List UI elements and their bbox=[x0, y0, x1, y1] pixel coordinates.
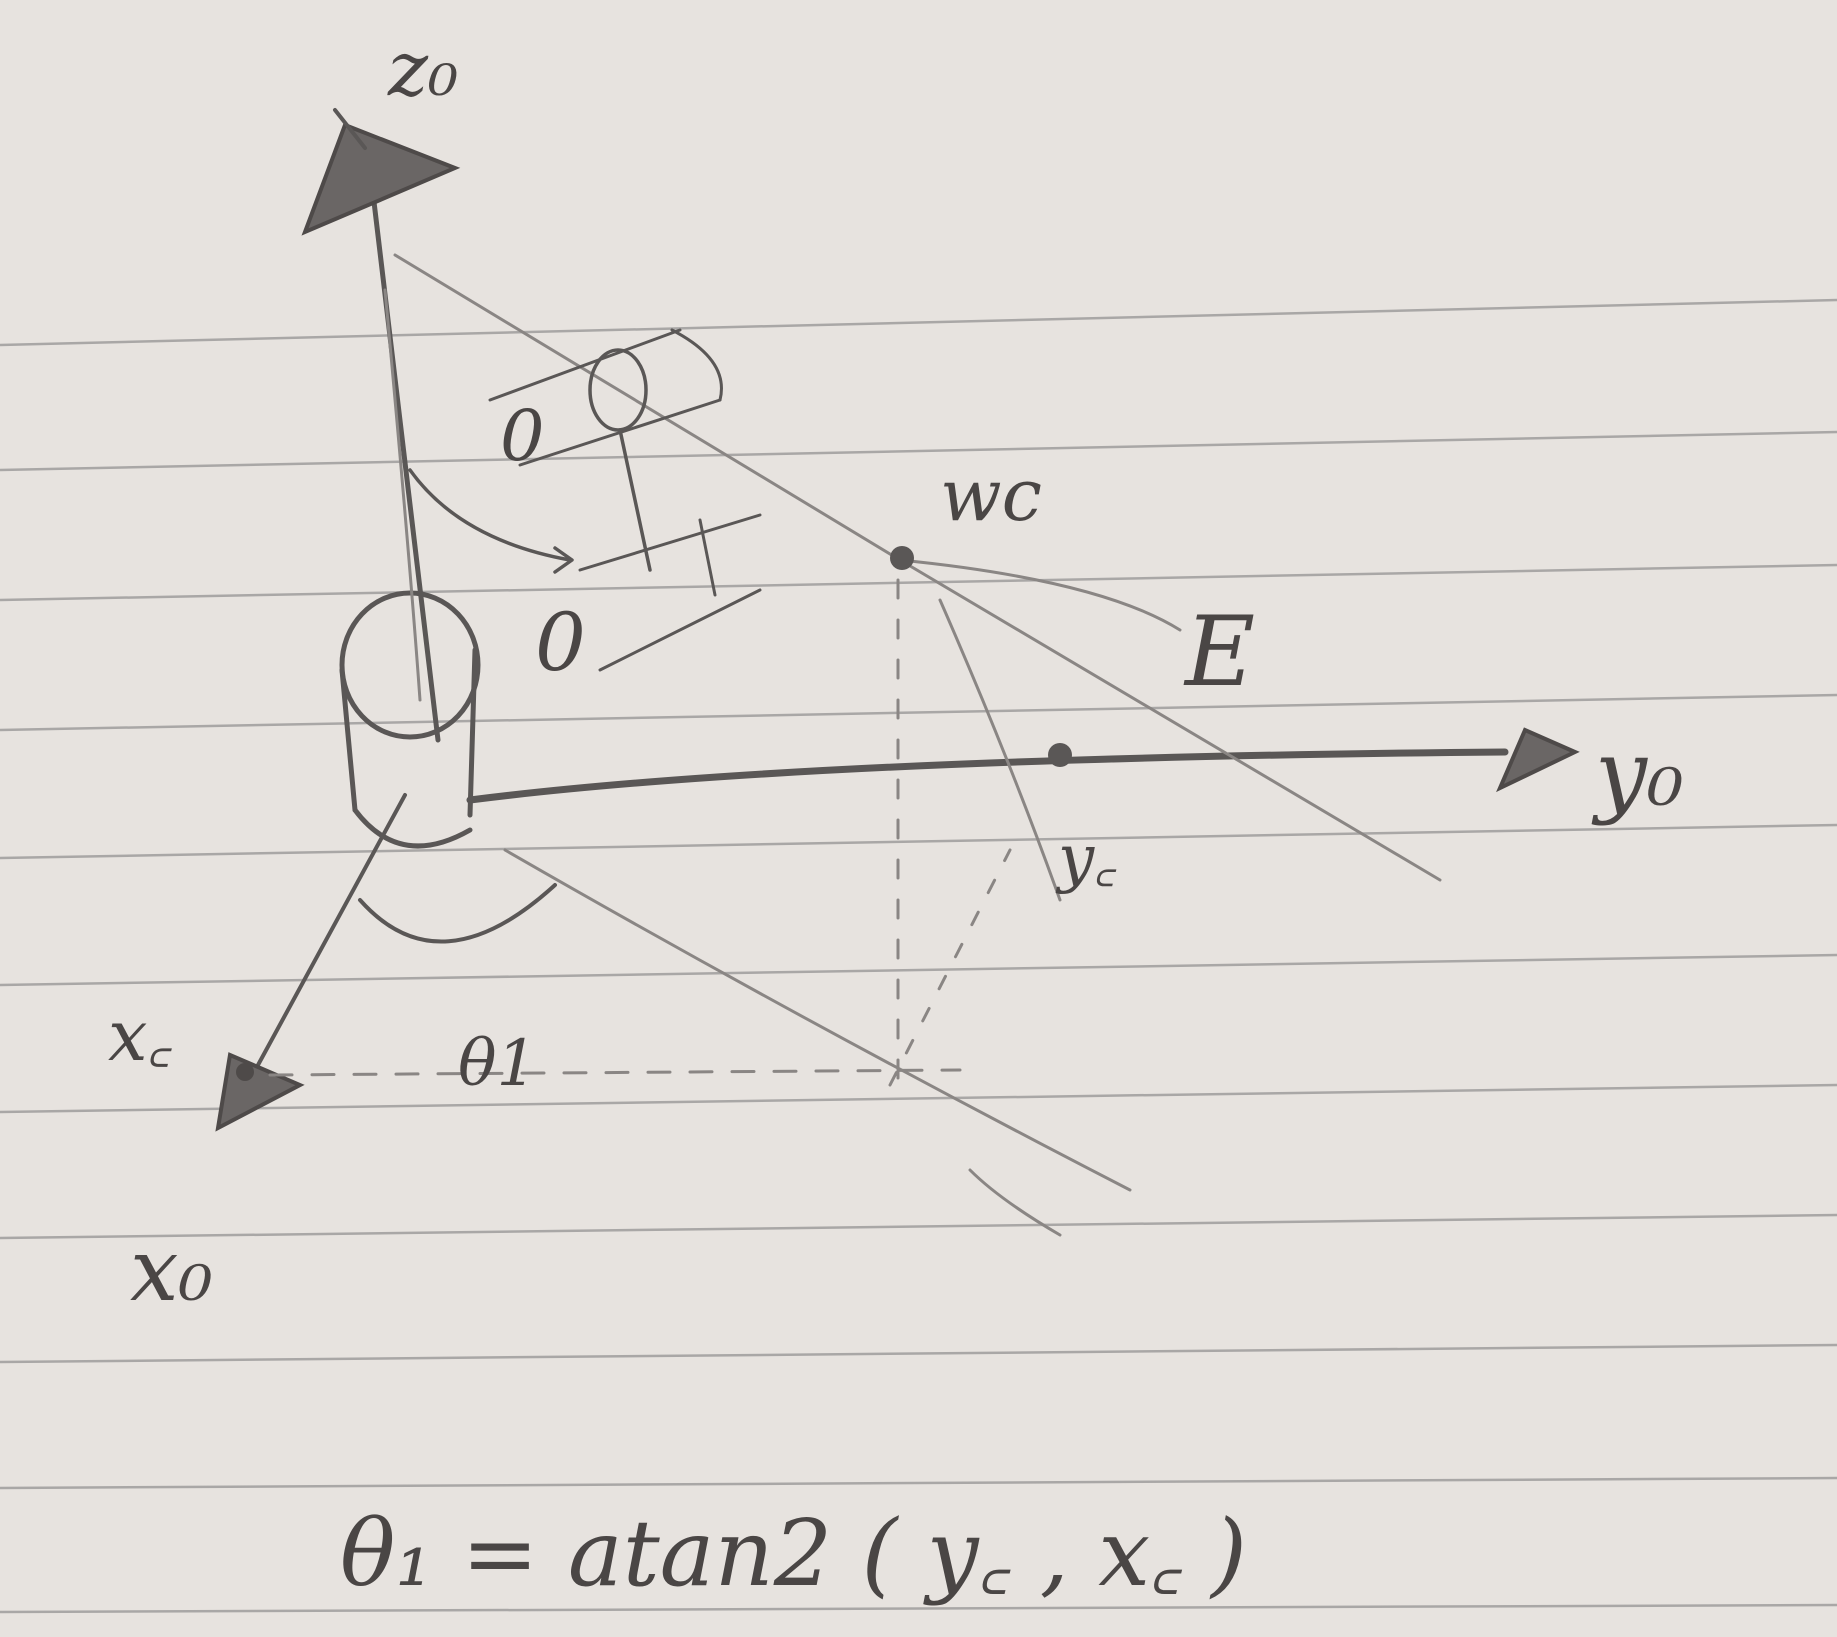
y-axis bbox=[466, 727, 1580, 804]
upper-joint bbox=[488, 328, 762, 672]
projection-lines bbox=[268, 578, 1062, 1092]
joint-b-label: 0 bbox=[535, 596, 586, 689]
xc-label: x꜀ bbox=[108, 995, 172, 1077]
theta-formula: θ₁ = atan2 ( y꜀ , x꜀ ) bbox=[340, 1500, 1247, 1607]
z-axis-arrowhead bbox=[301, 122, 461, 236]
y-axis-arrowhead bbox=[1496, 727, 1580, 793]
theta-label: θ1 bbox=[458, 1027, 537, 1101]
yc-label: y꜀ bbox=[1055, 822, 1117, 896]
x-axis-label: x₀ bbox=[130, 1221, 213, 1321]
y-axis-label: y₀ bbox=[1591, 720, 1684, 827]
x-axis bbox=[215, 793, 407, 1132]
wrist-center-point bbox=[890, 546, 914, 570]
x-axis-arrowhead bbox=[215, 1052, 305, 1132]
robot-links bbox=[383, 253, 1442, 1237]
z-axis-label: z₀ bbox=[387, 24, 459, 113]
ruled-lines bbox=[0, 298, 1837, 1614]
yc-point bbox=[1048, 743, 1072, 767]
joint-a-label: 0 bbox=[500, 395, 545, 477]
z-axis bbox=[301, 108, 461, 743]
wrist-center-label: wc bbox=[940, 453, 1042, 537]
end-effector-label: E bbox=[1183, 596, 1255, 708]
robot-base bbox=[339, 590, 557, 944]
